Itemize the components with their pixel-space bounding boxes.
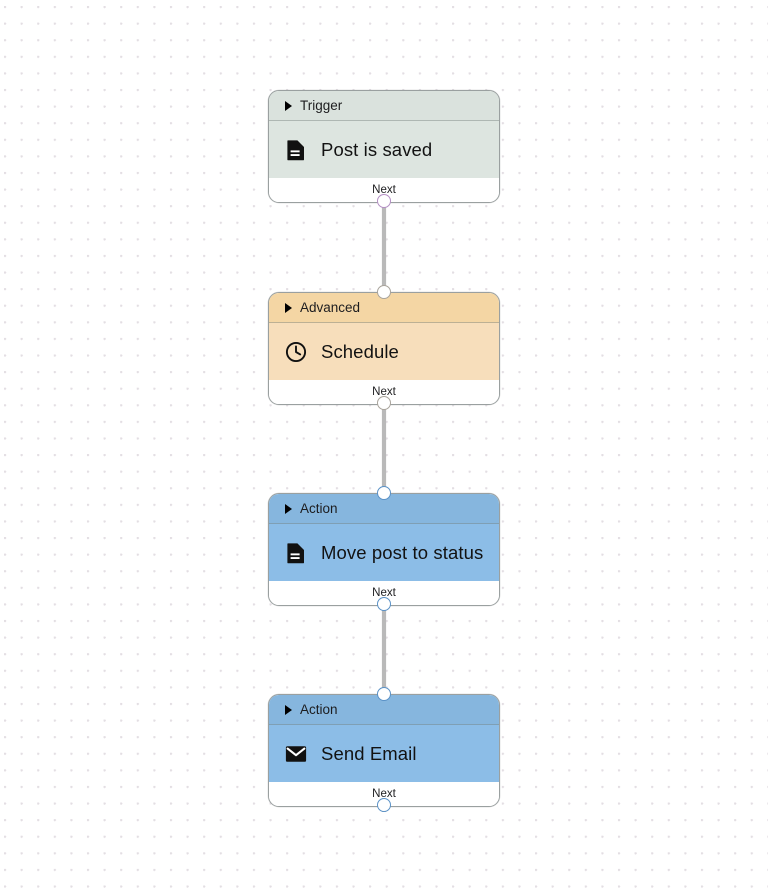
- node-category-label: Action: [300, 702, 338, 717]
- disclosure-triangle-icon[interactable]: [285, 302, 292, 313]
- document-icon: [285, 139, 307, 161]
- node-title: Schedule: [321, 340, 399, 362]
- workflow-node-action-move-post-to-status[interactable]: Action Move post to status Next: [268, 493, 500, 606]
- node-category-label: Advanced: [300, 300, 361, 315]
- node-title: Move post to status: [321, 541, 484, 563]
- node-footer-label: Next: [372, 386, 396, 398]
- node-header-trigger-post-is-saved[interactable]: Trigger: [269, 91, 499, 121]
- document-icon: [287, 139, 304, 160]
- node-footer-label: Next: [372, 184, 396, 196]
- node-footer-trigger-post-is-saved[interactable]: Next: [269, 178, 499, 202]
- document-icon: [285, 542, 307, 564]
- node-category-label: Action: [300, 501, 338, 516]
- node-input-port-advanced-schedule[interactable]: [377, 285, 391, 299]
- clock-icon: [285, 341, 307, 362]
- node-title: Send Email: [321, 742, 417, 764]
- node-output-port-action-send-email[interactable]: [377, 798, 391, 812]
- node-body-advanced-schedule[interactable]: Schedule: [269, 323, 499, 380]
- workflow-node-action-send-email[interactable]: Action Send Email Next: [268, 694, 500, 807]
- workflow-node-trigger-post-is-saved[interactable]: Trigger Post is saved Next: [268, 90, 500, 203]
- clock-icon: [285, 341, 307, 363]
- node-footer-label: Next: [372, 587, 396, 599]
- envelope-icon: [285, 743, 307, 765]
- envelope-icon: [285, 745, 307, 762]
- node-title: Post is saved: [321, 138, 433, 160]
- node-output-port-advanced-schedule[interactable]: [377, 396, 391, 410]
- node-output-port-trigger-post-is-saved[interactable]: [377, 194, 391, 208]
- node-input-port-action-send-email[interactable]: [377, 687, 391, 701]
- workflow-node-advanced-schedule[interactable]: Advanced Schedule Next: [268, 292, 500, 405]
- node-footer-label: Next: [372, 788, 396, 800]
- node-body-trigger-post-is-saved[interactable]: Post is saved: [269, 121, 499, 178]
- node-input-port-action-move-post-to-status[interactable]: [377, 486, 391, 500]
- node-body-action-send-email[interactable]: Send Email: [269, 725, 499, 782]
- document-icon: [287, 542, 304, 563]
- disclosure-triangle-icon[interactable]: [285, 100, 292, 111]
- node-output-port-action-move-post-to-status[interactable]: [377, 597, 391, 611]
- disclosure-triangle-icon[interactable]: [285, 704, 292, 715]
- node-body-action-move-post-to-status[interactable]: Move post to status: [269, 524, 499, 581]
- disclosure-triangle-icon[interactable]: [285, 503, 292, 514]
- node-category-label: Trigger: [300, 98, 343, 113]
